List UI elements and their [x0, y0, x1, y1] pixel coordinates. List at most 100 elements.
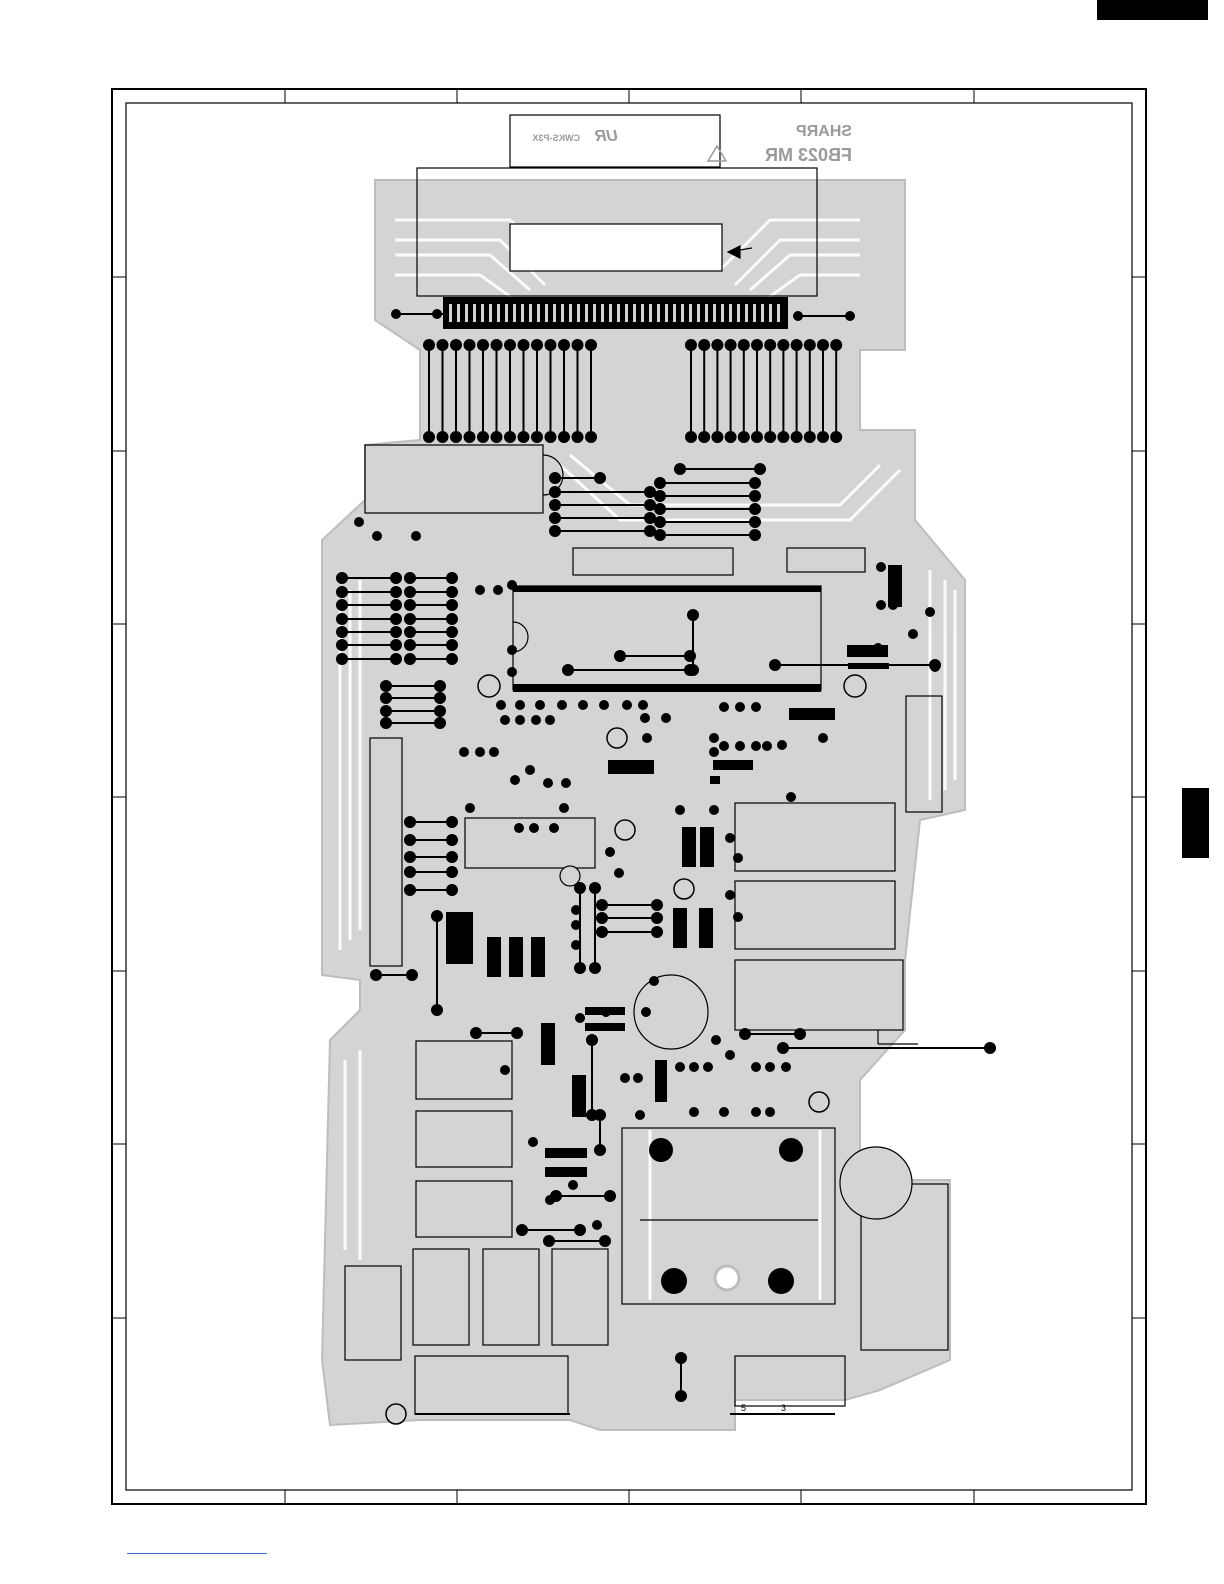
- jumper-pad: [391, 600, 401, 610]
- strip-pin: [729, 304, 732, 322]
- jumper-pad: [424, 340, 434, 350]
- jumper-pad: [750, 478, 760, 488]
- jumper-pad: [652, 927, 662, 937]
- jumper-pad: [405, 852, 415, 862]
- jumper-pad: [726, 340, 736, 350]
- pad: [762, 741, 772, 751]
- component-block: [888, 565, 902, 607]
- pad: [689, 1062, 699, 1072]
- jumper-pad: [381, 718, 391, 728]
- jumper-pad: [391, 587, 401, 597]
- pad: [496, 700, 506, 710]
- jumper-pad: [519, 432, 529, 442]
- jumper-pad: [712, 340, 722, 350]
- jumper-pad: [381, 693, 391, 703]
- jumper-pad: [770, 660, 780, 670]
- pad: [571, 920, 581, 930]
- jumper-pad: [805, 432, 815, 442]
- component-block: [655, 1060, 667, 1102]
- pad: [751, 741, 761, 751]
- jumper-pad: [519, 340, 529, 350]
- pad: [599, 700, 609, 710]
- jumper-pad: [778, 1043, 788, 1053]
- pad: [528, 1137, 538, 1147]
- part-label: CWKS-P3X: [532, 133, 580, 143]
- pad: [507, 580, 517, 590]
- pad: [709, 747, 719, 757]
- jumper-pad: [337, 573, 347, 583]
- pad: [689, 1107, 699, 1117]
- jumper-pad: [447, 600, 457, 610]
- jumper-pad: [792, 432, 802, 442]
- jumper-pad: [435, 693, 445, 703]
- pad: [605, 847, 615, 857]
- pad: [751, 702, 761, 712]
- jumper-pad: [575, 1225, 585, 1235]
- pad: [786, 792, 796, 802]
- strip-pin: [457, 304, 460, 322]
- strip-pin: [497, 304, 500, 322]
- pad: [930, 662, 940, 672]
- strip-pin: [745, 304, 748, 322]
- pad: [719, 741, 729, 751]
- pad: [549, 823, 559, 833]
- component-block: [847, 645, 888, 657]
- strip-pin: [481, 304, 484, 322]
- jumper-pad: [550, 500, 560, 510]
- pad: [622, 700, 632, 710]
- jumper-pad: [688, 610, 698, 620]
- jumper-pad: [546, 432, 556, 442]
- jumper-pad: [438, 340, 448, 350]
- jumper-pad: [559, 432, 569, 442]
- jumper-pad: [645, 526, 655, 536]
- jumper-pad: [778, 432, 788, 442]
- pad: [543, 778, 553, 788]
- pad: [725, 1050, 735, 1060]
- pad: [489, 747, 499, 757]
- jumper-pad: [337, 640, 347, 650]
- jumper-pad: [451, 340, 461, 350]
- jumper-pad: [447, 640, 457, 650]
- jumper-pad: [805, 340, 815, 350]
- jumper-pad: [586, 432, 596, 442]
- pad: [638, 700, 648, 710]
- jumper-pad: [492, 432, 502, 442]
- jumper-pad: [655, 491, 665, 501]
- jumper-pad: [655, 478, 665, 488]
- pad: [719, 1107, 729, 1117]
- strip-pin: [553, 304, 556, 322]
- strip-pin: [593, 304, 596, 322]
- jumper-pad: [575, 963, 585, 973]
- strip-pin: [505, 304, 508, 322]
- pad: [614, 868, 624, 878]
- jumper-pad: [337, 627, 347, 637]
- pad: [733, 853, 743, 863]
- jumper-pad: [550, 473, 560, 483]
- jumper-pad: [595, 1110, 605, 1120]
- strip-pin: [617, 304, 620, 322]
- jumper-pad: [435, 681, 445, 691]
- pad: [535, 700, 545, 710]
- strip-pin: [529, 304, 532, 322]
- jumper-pad: [465, 432, 475, 442]
- jumper-pad: [600, 1236, 610, 1246]
- pad: [514, 823, 524, 833]
- component-block: [713, 760, 753, 770]
- jumper-pad: [765, 340, 775, 350]
- jumper-pad: [505, 340, 515, 350]
- pad: [545, 1195, 555, 1205]
- jumper-pad: [573, 340, 583, 350]
- strip-pin: [537, 304, 540, 322]
- strip-pin: [489, 304, 492, 322]
- jumper-pad: [405, 835, 415, 845]
- jumper-pad: [405, 654, 415, 664]
- pad: [515, 700, 525, 710]
- jumper-pad: [750, 504, 760, 514]
- component-block: [509, 937, 523, 977]
- jumper-pad: [424, 432, 434, 442]
- pad: [818, 733, 828, 743]
- pad: [633, 1073, 643, 1083]
- jumper-pad: [381, 706, 391, 716]
- pad: [719, 702, 729, 712]
- jumper-pad: [532, 432, 542, 442]
